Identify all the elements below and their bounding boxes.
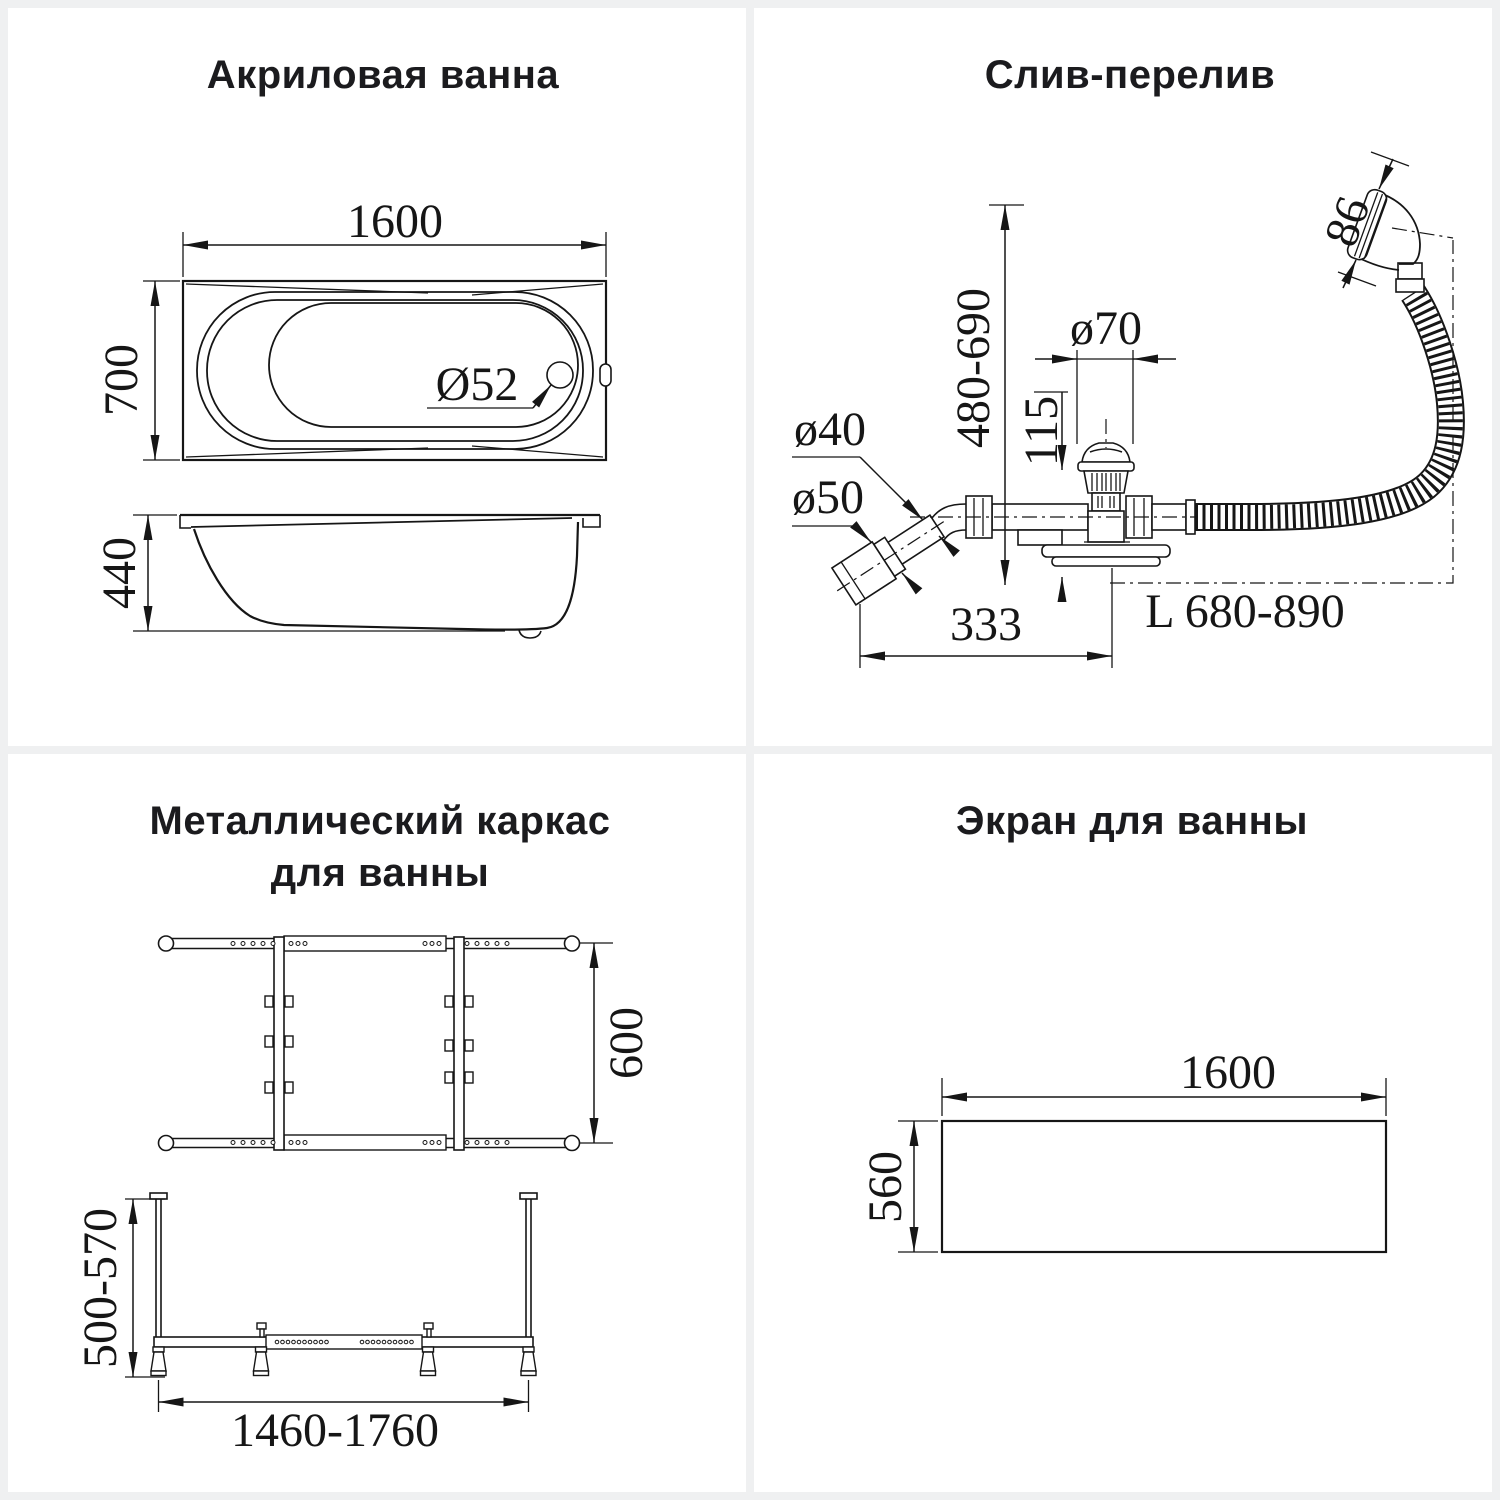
- dim-overflow-head: 86: [1314, 151, 1410, 289]
- dim-frame-height: 500-570: [74, 1198, 165, 1378]
- panel-bathtub: Акриловая ванна Ø52 1600: [8, 8, 746, 746]
- rail-holes: [230, 941, 510, 1145]
- dim-label-frame-length: 1460-1760: [231, 1404, 439, 1457]
- dim-label-length: 1600: [347, 195, 443, 248]
- dim-label-frame-height: 500-570: [74, 1208, 127, 1368]
- overflow-hose: [1195, 285, 1465, 531]
- crossbar: [453, 936, 465, 1151]
- dim-bathtub-height: 440: [93, 514, 177, 631]
- panel-title-drain-overflow: Слив-перелив: [985, 53, 1275, 97]
- dim-bathtub-length: 1600: [182, 195, 607, 277]
- overflow-head: [1346, 188, 1425, 293]
- overflow-notch: [599, 363, 612, 387]
- dim-offset: 333: [859, 568, 1113, 668]
- bathtub-top-view: [181, 279, 612, 462]
- dim-screen-height: 560: [859, 1120, 938, 1253]
- drain-hole: [546, 361, 574, 389]
- dim-label-outlet-diameter: ø40: [794, 403, 866, 456]
- dim-bathtub-width: 700: [95, 280, 180, 461]
- frame-drawing: Металлический каркас для ванны: [74, 799, 653, 1457]
- dim-screen-length: 1600: [941, 1046, 1387, 1116]
- frame-top-view: [157, 935, 581, 1152]
- panel-title-frame-line1: Металлический каркас: [150, 799, 611, 843]
- dim-install-height: 480-690: [947, 204, 1024, 585]
- dim-cuff-diameter: ø50: [792, 471, 923, 595]
- dim-label-hose-length: L 680-890: [1145, 585, 1345, 638]
- drain-flange: [1041, 544, 1171, 558]
- panel-title-frame-line2: для ванны: [271, 851, 490, 895]
- panel-title-screen: Экран для ванны: [956, 799, 1308, 843]
- dim-frame-depth: 600: [579, 942, 653, 1144]
- dim-label-height: 440: [93, 537, 146, 609]
- dim-label-drain: Ø52: [436, 358, 519, 411]
- dim-label-screen-length: 1600: [1180, 1046, 1276, 1099]
- dim-outlet-diameter: ø40: [792, 403, 960, 557]
- bathtub-side-view: [133, 513, 601, 639]
- dim-label-width: 700: [95, 344, 148, 416]
- screen-outline: [940, 1119, 1388, 1254]
- dim-frame-length: 1460-1760: [157, 1380, 530, 1457]
- rail-ball-end: [563, 935, 581, 952]
- panel-screen: Экран для ванны 1600 560: [754, 754, 1492, 1492]
- panel-drain-overflow: Слив-перелив: [754, 8, 1492, 746]
- dim-label-screen-height: 560: [859, 1151, 912, 1223]
- frame-side-view: [149, 1192, 538, 1377]
- screen-drawing: Экран для ванны 1600 560: [859, 799, 1388, 1254]
- rail-ball-end: [563, 1134, 581, 1152]
- dim-label-cap-diameter: ø70: [1070, 302, 1142, 355]
- dim-label-frame-depth: 600: [600, 1007, 653, 1079]
- pop-up-cap: [1081, 442, 1131, 463]
- bathtub-drawing: Акриловая ванна Ø52 1600: [93, 53, 612, 639]
- rail-ball-end: [157, 935, 175, 952]
- drain-valve: [965, 442, 1196, 567]
- drain-overflow-drawing: Слив-перелив: [792, 53, 1465, 668]
- drain-nub: [518, 629, 542, 639]
- rail-holes-side: [274, 1339, 414, 1345]
- panel-frame: Металлический каркас для ванны: [8, 754, 746, 1492]
- outlet-elbow-pipe: [830, 503, 967, 607]
- rail-ball-end: [157, 1134, 175, 1152]
- crossbar: [273, 936, 285, 1151]
- panel-title-bathtub: Акриловая ванна: [207, 53, 560, 97]
- dim-label-flange-height: 115: [1015, 396, 1068, 466]
- dim-flange-height: 115: [1015, 391, 1068, 602]
- dim-label-cuff-diameter: ø50: [792, 471, 864, 524]
- dim-bathtub-drain: Ø52: [427, 358, 552, 411]
- dim-cap-diameter: ø70: [1035, 302, 1176, 444]
- dim-label-offset: 333: [950, 598, 1022, 651]
- frame-legs: [150, 1346, 537, 1377]
- dim-label-install-height: 480-690: [947, 288, 1000, 448]
- hose-length-line: [1110, 240, 1454, 584]
